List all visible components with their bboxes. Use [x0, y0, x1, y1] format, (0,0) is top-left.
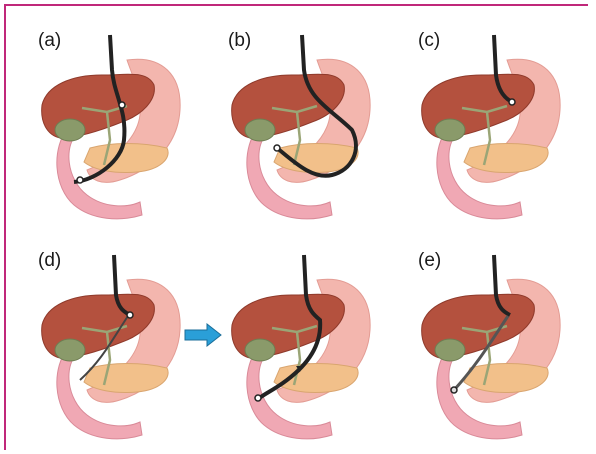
panel-e: (e)	[412, 250, 592, 440]
anatomy-illustration	[412, 30, 592, 220]
panel-c: (c)	[412, 30, 592, 220]
anatomy-illustration	[412, 250, 592, 440]
anatomy-illustration	[222, 30, 402, 220]
panel-d2	[222, 250, 402, 440]
anatomy-illustration	[32, 30, 212, 220]
panel-b: (b)	[222, 30, 402, 220]
right-arrow-icon	[183, 323, 223, 347]
anatomy-illustration	[222, 250, 402, 440]
panel-a: (a)	[32, 30, 212, 220]
